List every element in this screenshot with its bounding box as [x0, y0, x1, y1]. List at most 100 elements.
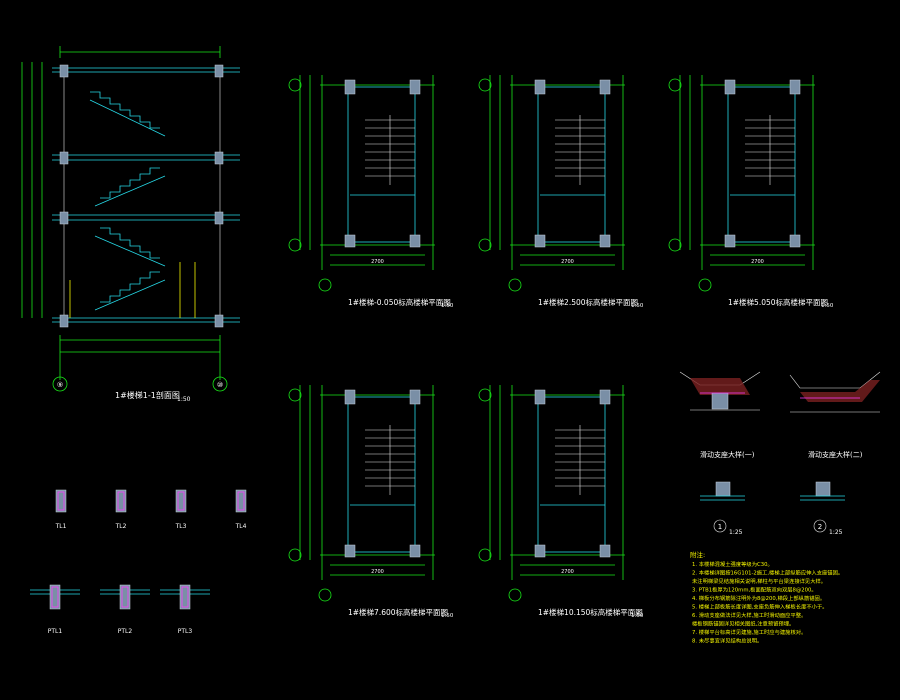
slide-support-detail-2 [789, 371, 881, 413]
axis-bubble-bottom [478, 238, 492, 252]
column [599, 234, 611, 248]
column [409, 389, 421, 405]
beam-label-1: TL1 [55, 523, 67, 530]
post-label-1: PTL1 [48, 628, 63, 635]
plan-title-3: 1#楼梯5.050标高楼梯平面图 [728, 297, 828, 307]
detail-bubble-1-num: 1 [718, 523, 722, 531]
plan-scale-1: 1:50 [441, 303, 454, 309]
note-line: 未注明梯梁见结施相关说明,梯柱与平台梁连接详见大样。 [692, 577, 826, 585]
note-line: 8. 未尽事宜详见结构总说明。 [692, 637, 762, 645]
column [599, 79, 611, 95]
detail-bubble-2-num: 2 [818, 523, 822, 531]
axis-bubble-base [508, 588, 522, 602]
plan-title-4: 1#楼梯7.600标高楼梯平面图 [348, 607, 448, 617]
slide-support-detail-1 [679, 371, 761, 411]
axis-bubble-base [508, 278, 522, 292]
detail-title-2: 滑动支座大样(二) [808, 450, 863, 459]
axis-bubble-bottom [478, 548, 492, 562]
axis-bubble-top [478, 388, 492, 402]
plan-scale-4: 1:50 [441, 613, 454, 619]
plan-title-1: 1#楼梯-0.050标高楼梯平面图 [348, 297, 451, 307]
column [724, 79, 736, 95]
column [534, 544, 546, 558]
detail-title-1: 滑动支座大样(一) [700, 450, 755, 459]
column [344, 389, 356, 405]
section-scale: 1:50 [177, 396, 191, 403]
notes-block: 1. 本楼梯混凝土强度等级为C30。2. 本楼梯详图按16G101-2施工,楼梯… [692, 560, 843, 645]
plan-dim-total: 2700 [371, 569, 384, 575]
note-line: 4. 梯板分布钢筋除注明外为8@200,梯段上部纵筋锚固。 [692, 594, 825, 602]
axis-bubble-bottom [288, 238, 302, 252]
plan-title-2: 1#楼梯2.500标高楼梯平面图 [538, 297, 638, 307]
column [789, 79, 801, 95]
column [534, 389, 546, 405]
beam-label-3: TL3 [175, 523, 187, 530]
column [599, 544, 611, 558]
post-section-2: PTL2 [100, 584, 150, 635]
note-line: 楼板钢筋锚固详见相关图纸,注意预留预埋。 [692, 620, 794, 628]
axis-bubble-base [698, 278, 712, 292]
axis-bubble-base [318, 278, 332, 292]
plan-dim-total: 2700 [751, 259, 764, 265]
axis-bubble-top [668, 78, 682, 92]
post-label-2: PTL2 [118, 628, 133, 635]
node-detail-1 [700, 481, 745, 533]
post-section-3: PTL3 [160, 584, 210, 635]
section-title: 1#楼梯1-1剖面图 [115, 390, 180, 400]
beam-section-3: TL3 [175, 489, 187, 530]
plan-dim-total: 2700 [371, 259, 384, 265]
axis-bubble-bottom [288, 548, 302, 562]
beam-label-4: TL4 [235, 523, 247, 530]
note-line: 5. 楼梯上部板筋长度详图,支座负筋伸入梯板长度不小于。 [692, 603, 828, 611]
post-section-1: PTL1 [30, 584, 80, 635]
plan-scale-5: 1:50 [631, 613, 644, 619]
column [344, 79, 356, 95]
post-label-3: PTL3 [178, 628, 193, 635]
axis-bubble-top [478, 78, 492, 92]
plan-scale-2: 1:50 [631, 303, 644, 309]
axis-bubble-bottom [668, 238, 682, 252]
column [344, 234, 356, 248]
column [724, 234, 736, 248]
stair-section-drawing [21, 46, 240, 380]
column [534, 234, 546, 248]
axis-bubble-top [288, 388, 302, 402]
beam-section-4: TL4 [235, 489, 247, 530]
note-line: 6. 滑动支座做法详见大样,施工时滑动面应平整。 [692, 611, 806, 619]
plan-scale-3: 1:50 [821, 303, 834, 309]
section-axis-left: ⑨ [52, 376, 68, 392]
beam-section-2: TL2 [115, 489, 127, 530]
column [409, 544, 421, 558]
axis-bubble-base [318, 588, 332, 602]
column [344, 544, 356, 558]
note-line: 7. 楼梯平台标高详见建施,施工时应与建施核对。 [692, 628, 806, 636]
column [409, 79, 421, 95]
section-axis-right-label: ⑩ [217, 381, 223, 389]
plan-dim-total: 2700 [561, 259, 574, 265]
column [409, 234, 421, 248]
detail-bubble-2-scale: 1:25 [829, 529, 843, 536]
beam-label-2: TL2 [115, 523, 127, 530]
note-line: 1. 本楼梯混凝土强度等级为C30。 [692, 560, 773, 568]
plan-dim-total: 2700 [561, 569, 574, 575]
column-sections: PTL1 PTL2 PTL3 [30, 584, 210, 635]
beam-section-1: TL1 [55, 489, 67, 530]
column [534, 79, 546, 95]
note-line: 3. PTB1板厚为120mm,板面配筋双向双层8@200。 [692, 586, 817, 594]
detail-bubble-1-scale: 1:25 [729, 529, 743, 536]
section-axis-left-label: ⑨ [57, 381, 63, 389]
note-line: 2. 本楼梯详图按16G101-2施工,楼梯上部纵筋应伸入支座锚固。 [692, 569, 843, 577]
column [789, 234, 801, 248]
notes-heading: 附注: [690, 550, 705, 559]
plan-title-5: 1#楼梯10.150标高楼梯平面图 [538, 607, 643, 617]
plans-layer: 27001#楼梯-0.050标高楼梯平面图1:5027001#楼梯2.500标高… [288, 75, 834, 619]
column [599, 389, 611, 405]
section-axis-right: ⑩ [212, 376, 228, 392]
node-detail-2 [800, 481, 845, 533]
